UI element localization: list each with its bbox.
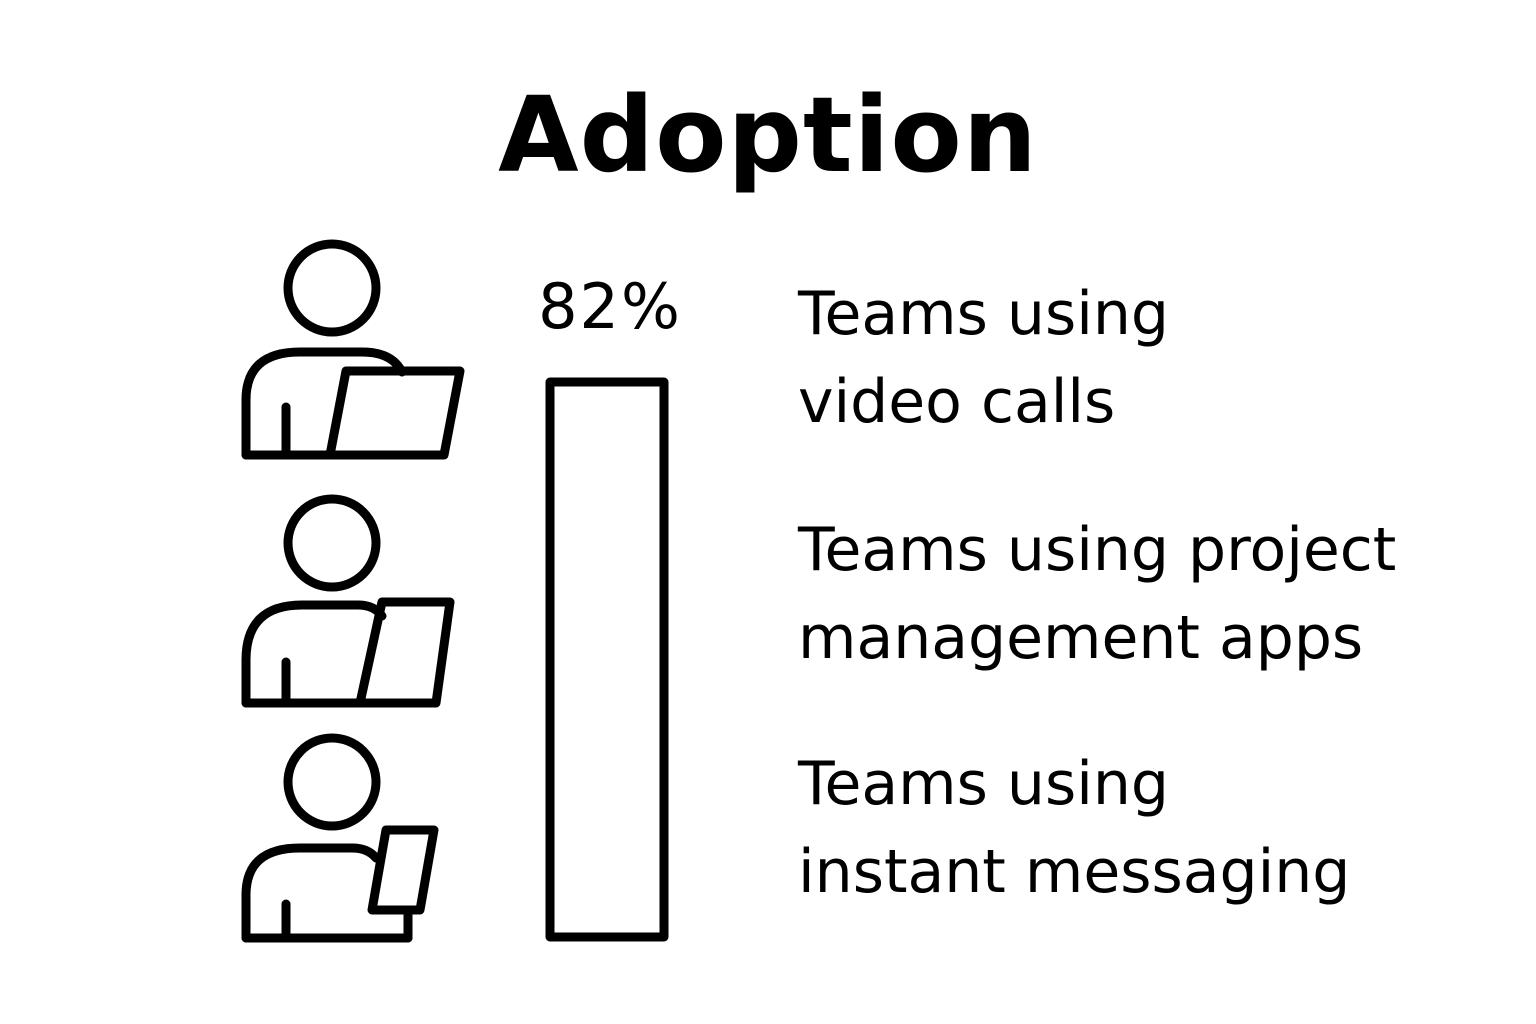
adoption-bar [545,377,669,942]
label-line: management apps [798,603,1364,673]
label-line: Teams using [798,279,1169,349]
label-line: Teams using project [798,515,1397,585]
label-instant-messaging: Teams using instant messaging [798,740,1350,916]
percent-label: 82% [538,270,682,343]
person-with-phone-icon [241,733,439,943]
label-line: instant messaging [798,837,1351,907]
person-with-laptop-icon [241,494,455,708]
label-project-management-apps: Teams using project management apps [798,506,1396,682]
label-line: Teams using [798,749,1169,819]
person-with-laptop-icon [241,239,465,460]
label-video-calls: Teams using video calls [798,270,1169,446]
label-line: video calls [798,367,1116,437]
page-title: Adoption [498,74,1038,196]
